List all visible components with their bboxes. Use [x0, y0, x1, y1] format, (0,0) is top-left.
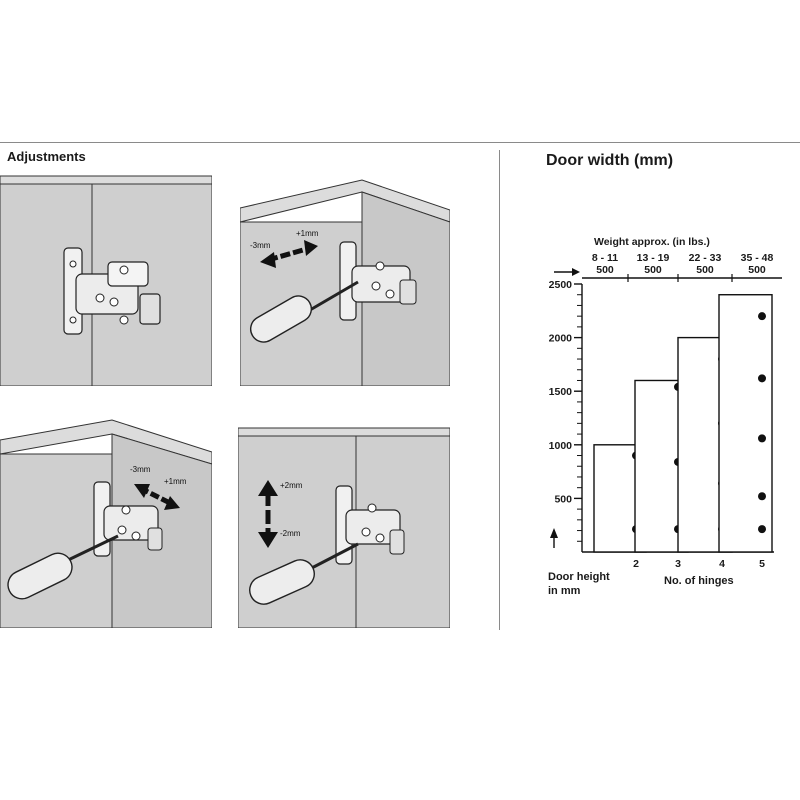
width-label: 500 [644, 264, 662, 276]
hinge-dot [758, 312, 766, 321]
weight-range-label: 13 - 19 [637, 252, 670, 264]
hinge-chart-svg: Door width (mm) Weight approx. (in lbs.)… [546, 152, 782, 597]
x-axis-label: No. of hinges [664, 575, 734, 587]
depth-plus-label: +1mm [164, 477, 187, 486]
hinge-dot [758, 492, 766, 501]
height-plus-label: +2mm [280, 481, 303, 490]
hinge-dot [758, 525, 766, 534]
y-tick-label: 1500 [549, 386, 573, 398]
screwdriver-icon [7, 534, 119, 600]
y-tick-label: 500 [554, 493, 572, 505]
chart-title: Door width (mm) [546, 152, 673, 169]
panel-lateral-adjustment: -3mm +1mm [240, 170, 450, 386]
double-arrow-horizontal-icon [260, 240, 318, 268]
weight-header: Weight approx. (in lbs.) [594, 236, 710, 248]
width-label: 500 [748, 264, 766, 276]
adjust-plus-label: +1mm [296, 229, 319, 238]
hinge-chart: Door width (mm) Weight approx. (in lbs.)… [500, 150, 800, 620]
width-label: 500 [696, 264, 714, 276]
hinge-icon [335, 485, 405, 565]
up-arrow-head-icon [550, 528, 558, 538]
panel-height-adjustment: +2mm -2mm [238, 412, 450, 628]
header-arrow-head-icon [572, 268, 580, 276]
y-tick-label: 2500 [549, 279, 573, 291]
top-divider [0, 142, 800, 143]
hinge-dot [758, 434, 766, 443]
hinge-icon [63, 247, 161, 335]
adjust-minus-label: -3mm [250, 241, 271, 250]
vertical-divider [499, 150, 500, 630]
x-tick-label: 3 [675, 558, 681, 570]
y-axis-label-line1: Door height [548, 571, 610, 583]
weight-range-label: 8 - 11 [592, 252, 618, 264]
double-arrow-vertical-icon [258, 480, 278, 548]
y-axis-label-line2: in mm [548, 585, 581, 597]
screwdriver-icon [249, 542, 359, 605]
hinge-icon [93, 481, 163, 557]
panel-hinge-installed [0, 170, 212, 386]
x-tick-label: 4 [719, 558, 725, 570]
width-label: 500 [596, 264, 614, 276]
hinge-icon [339, 241, 417, 321]
weight-range-label: 35 - 48 [741, 252, 774, 264]
hinge-dot [758, 374, 766, 383]
y-tick-label: 1000 [549, 440, 573, 452]
height-minus-label: -2mm [280, 529, 301, 538]
x-tick-label: 5 [759, 558, 765, 570]
weight-range-label: 22 - 33 [689, 252, 722, 264]
x-tick-label: 2 [633, 558, 639, 570]
double-arrow-diagonal-icon [134, 484, 180, 510]
panel-depth-adjustment: -3mm +1mm [0, 412, 212, 628]
section-title: Adjustments [7, 149, 86, 164]
screwdriver-icon [249, 280, 359, 343]
bar [718, 294, 773, 553]
y-tick-label: 2000 [549, 333, 573, 345]
depth-minus-label: -3mm [130, 465, 151, 474]
